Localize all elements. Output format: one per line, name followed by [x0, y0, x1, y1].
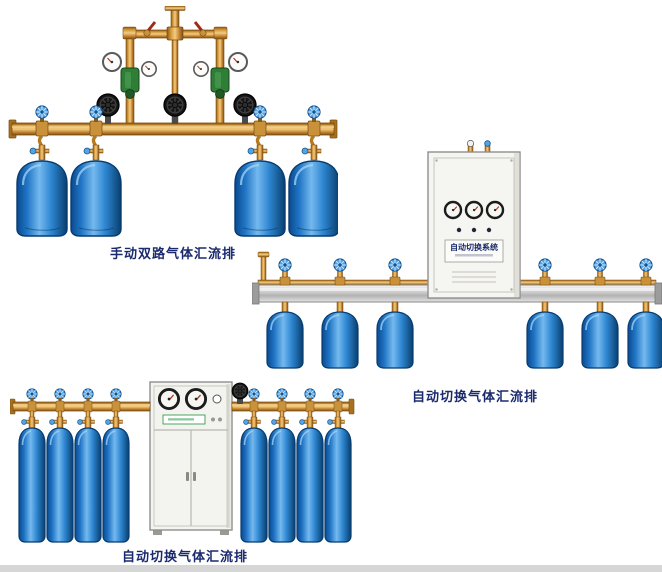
black-handwheel-icon [231, 382, 249, 400]
black-handwheel-icon [233, 93, 257, 117]
product-caption-auto-floor: 自动切换气体汇流排 [121, 550, 248, 565]
cylinder-station [527, 259, 563, 368]
manual-manifold-illustration [8, 6, 338, 238]
upper-pipework [122, 6, 228, 125]
pressure-gauge-icon [193, 60, 209, 77]
cylinder-station [19, 389, 45, 542]
pressure-gauge-icon [102, 52, 122, 72]
door-handle [193, 472, 196, 481]
product-caption-manual: 手动双路气体汇流排 [109, 247, 236, 262]
cylinder-station [322, 259, 358, 368]
pressure-gauge-icon [464, 200, 484, 220]
cabinet-label: 自动切换系统 [450, 242, 498, 252]
cylinder-station [297, 389, 323, 542]
product-caption-auto-wall: 自动切换气体汇流排 [411, 390, 538, 405]
mini-handwheel-icon [484, 140, 491, 147]
page-bottom-bar [0, 565, 662, 572]
manifold-pipe-left [10, 398, 151, 415]
regulator-body [210, 67, 230, 99]
cylinder-station [103, 389, 129, 542]
product-auto-manifold-wall: 自动切换系统 [252, 140, 662, 380]
cylinder-station [582, 259, 618, 368]
pressure-gauge-icon [141, 60, 157, 77]
mini-gauge-icon [466, 140, 475, 148]
product-manual-manifold [8, 6, 338, 238]
cylinder-station [628, 259, 662, 368]
auto-manifold-wall-illustration: 自动切换系统 [252, 140, 662, 380]
pressure-gauge-icon [228, 52, 248, 72]
product-auto-manifold-floor [10, 378, 355, 544]
indicator-light [471, 227, 477, 233]
indicator-light [211, 417, 215, 422]
black-handwheel-icon [163, 93, 187, 117]
indicator-light [218, 417, 222, 422]
door-handle [186, 472, 189, 481]
pressure-gauge-icon [485, 200, 505, 220]
auto-manifold-floor-illustration [10, 381, 355, 544]
pressure-gauge-icon [184, 387, 208, 411]
manifold-pipe-right [231, 398, 355, 415]
cylinder-station [75, 389, 101, 542]
control-cabinet: 自动切换系统 [427, 140, 521, 299]
shutoff-valves [96, 93, 257, 124]
cylinder-station [377, 259, 413, 368]
shutoff-valve [231, 382, 249, 404]
control-cabinet [149, 381, 233, 535]
cylinder-station [47, 389, 73, 542]
cylinder-station [269, 389, 295, 542]
pressure-gauge-icon [443, 200, 463, 220]
cylinder-station [267, 259, 303, 368]
cylinder-station [241, 389, 267, 542]
cylinder-station [325, 389, 351, 542]
indicator-light [456, 227, 462, 233]
regulator-body [120, 67, 140, 99]
indicator-light [486, 227, 492, 233]
pressure-gauge-icon [157, 387, 181, 411]
mini-gauge-icon [212, 394, 222, 404]
